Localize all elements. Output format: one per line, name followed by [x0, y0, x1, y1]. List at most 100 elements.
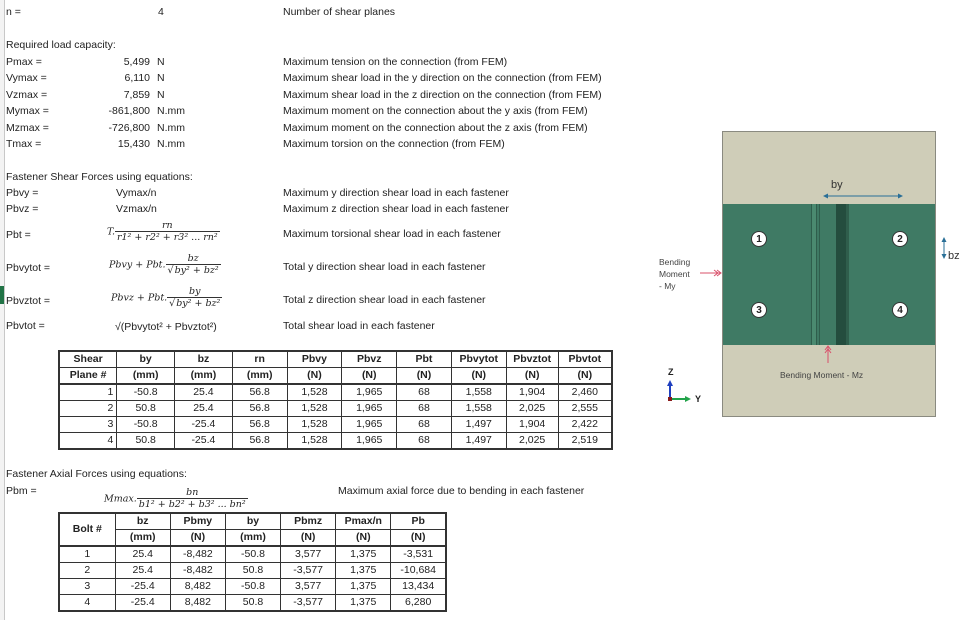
col-subheader: (mm) — [114, 529, 171, 547]
cell[interactable]: 1,528 — [286, 416, 343, 433]
cell[interactable]: 25.4 — [114, 545, 171, 563]
col-header: by — [116, 350, 176, 368]
cell[interactable]: 1,965 — [341, 416, 398, 433]
cell[interactable]: 1,965 — [341, 383, 398, 401]
cell[interactable]: 1,965 — [341, 432, 398, 450]
cell[interactable]: 1,497 — [450, 416, 507, 433]
cell[interactable]: 50.8 — [224, 562, 282, 579]
cell[interactable]: -10,684 — [390, 562, 447, 579]
eq-label-pbm: Pbm = — [6, 485, 37, 497]
cell[interactable]: 50.8 — [224, 594, 282, 612]
load-value[interactable]: 5,499 — [123, 56, 150, 68]
cell[interactable]: 2,460 — [557, 383, 613, 401]
cell[interactable]: 68 — [396, 400, 452, 417]
cell[interactable]: 2 — [58, 562, 116, 579]
cell[interactable]: 8,482 — [169, 594, 226, 612]
cell[interactable]: 1,528 — [286, 400, 343, 417]
cell[interactable]: -50.8 — [116, 383, 176, 401]
cell[interactable]: 4 — [58, 594, 116, 612]
load-value[interactable]: -726,800 — [108, 122, 150, 134]
load-label: Mzmax = — [6, 122, 49, 134]
load-value[interactable]: 6,110 — [124, 72, 151, 84]
eq-desc-pbvztot: Total z direction shear load in each fas… — [283, 294, 486, 306]
cell[interactable]: 3,577 — [280, 545, 337, 563]
cell[interactable]: 8,482 — [169, 578, 226, 595]
cell[interactable]: 1 — [58, 383, 118, 401]
table-row: 3 -50.8 -25.4 56.8 1,528 1,965 68 1,497 … — [58, 416, 613, 433]
cell[interactable]: -50.8 — [224, 545, 282, 563]
eq-formula-pbvtot: √(Pbvytot² + Pbvztot²) — [115, 321, 217, 333]
eq-label-pbvytot: Pbvytot = — [6, 262, 51, 274]
cell[interactable]: 68 — [396, 416, 452, 433]
cell[interactable]: -8,482 — [169, 545, 226, 563]
cell[interactable]: 6,280 — [390, 594, 447, 612]
bolt-1-marker: 1 — [751, 231, 767, 247]
load-value[interactable]: 7,859 — [123, 89, 150, 101]
cell[interactable]: 1,528 — [286, 432, 343, 450]
cell[interactable]: -3,577 — [280, 594, 337, 612]
cell[interactable]: -25.4 — [174, 432, 233, 450]
cell[interactable]: 13,434 — [390, 578, 447, 595]
cell[interactable]: 56.8 — [231, 383, 288, 401]
cell[interactable]: 1,375 — [335, 562, 392, 579]
cell[interactable]: 25.4 — [174, 383, 233, 401]
cell[interactable]: 68 — [396, 383, 452, 401]
load-description: Maximum shear load in the z direction on… — [283, 89, 602, 101]
col-subheader: (N) — [557, 367, 613, 385]
cell[interactable]: -8,482 — [169, 562, 226, 579]
cell[interactable]: -25.4 — [174, 416, 233, 433]
col-header: Pbt — [396, 350, 452, 368]
eq-desc-pbvytot: Total y direction shear load in each fas… — [283, 261, 486, 273]
cell[interactable]: 56.8 — [231, 432, 288, 450]
eq-desc-pbvy: Maximum y direction shear load in each f… — [283, 187, 509, 199]
col-subheader: (N) — [396, 367, 452, 385]
cell[interactable]: 1,904 — [505, 416, 559, 433]
table-subheader-row: (mm) (N) (mm) (N) (N) (N) — [59, 529, 447, 547]
axial-forces-heading: Fastener Axial Forces using equations: — [6, 468, 187, 480]
load-value[interactable]: -861,800 — [108, 105, 150, 117]
cell[interactable]: -3,531 — [390, 545, 447, 563]
shear-table: Shear by bz rn Pbvy Pbvz Pbt Pbvytot Pbv… — [58, 350, 613, 450]
cell[interactable]: 3 — [58, 416, 118, 433]
cell[interactable]: 68 — [396, 432, 452, 450]
cell[interactable]: 56.8 — [231, 416, 288, 433]
cell[interactable]: 50.8 — [116, 432, 176, 450]
cell[interactable]: -3,577 — [280, 562, 337, 579]
cell[interactable]: 50.8 — [116, 400, 176, 417]
cell[interactable]: 1,375 — [335, 578, 392, 595]
cell[interactable]: 1,904 — [505, 383, 559, 401]
cell[interactable]: 25.4 — [114, 562, 171, 579]
cell[interactable]: 1,965 — [341, 400, 398, 417]
cell[interactable]: 25.4 — [174, 400, 233, 417]
cell[interactable]: -25.4 — [114, 594, 171, 612]
col-subheader: (mm) — [116, 367, 176, 385]
eq-label-pbt: Pbt = — [6, 229, 31, 241]
cell[interactable]: -50.8 — [116, 416, 176, 433]
cell[interactable]: 2,422 — [557, 416, 613, 433]
cell[interactable]: 1,375 — [335, 594, 392, 612]
col-header: Bolt # — [58, 512, 116, 547]
cell[interactable]: 1 — [58, 545, 116, 563]
col-subheader: (N) — [280, 529, 337, 547]
load-unit: N — [157, 89, 165, 101]
cell[interactable]: 56.8 — [231, 400, 288, 417]
cell[interactable]: 4 — [58, 432, 118, 450]
cell[interactable]: 2,025 — [505, 432, 559, 450]
cell[interactable]: 1,497 — [450, 432, 507, 450]
selected-row-indicator — [0, 286, 4, 304]
cell[interactable]: -25.4 — [114, 578, 171, 595]
cell[interactable]: 3,577 — [280, 578, 337, 595]
cell[interactable]: -50.8 — [224, 578, 282, 595]
cell[interactable]: 2,519 — [557, 432, 613, 450]
cell[interactable]: 2 — [58, 400, 118, 417]
load-value[interactable]: 15,430 — [117, 138, 150, 150]
cell[interactable]: 1,558 — [450, 400, 507, 417]
axis-z-label: Z — [668, 367, 674, 377]
cell[interactable]: 2,025 — [505, 400, 559, 417]
cell[interactable]: 2,555 — [557, 400, 613, 417]
cell[interactable]: 1,528 — [286, 383, 343, 401]
cell[interactable]: 3 — [58, 578, 116, 595]
cell[interactable]: 1,558 — [450, 383, 507, 401]
n-value[interactable]: 4 — [158, 6, 164, 18]
cell[interactable]: 1,375 — [335, 545, 392, 563]
